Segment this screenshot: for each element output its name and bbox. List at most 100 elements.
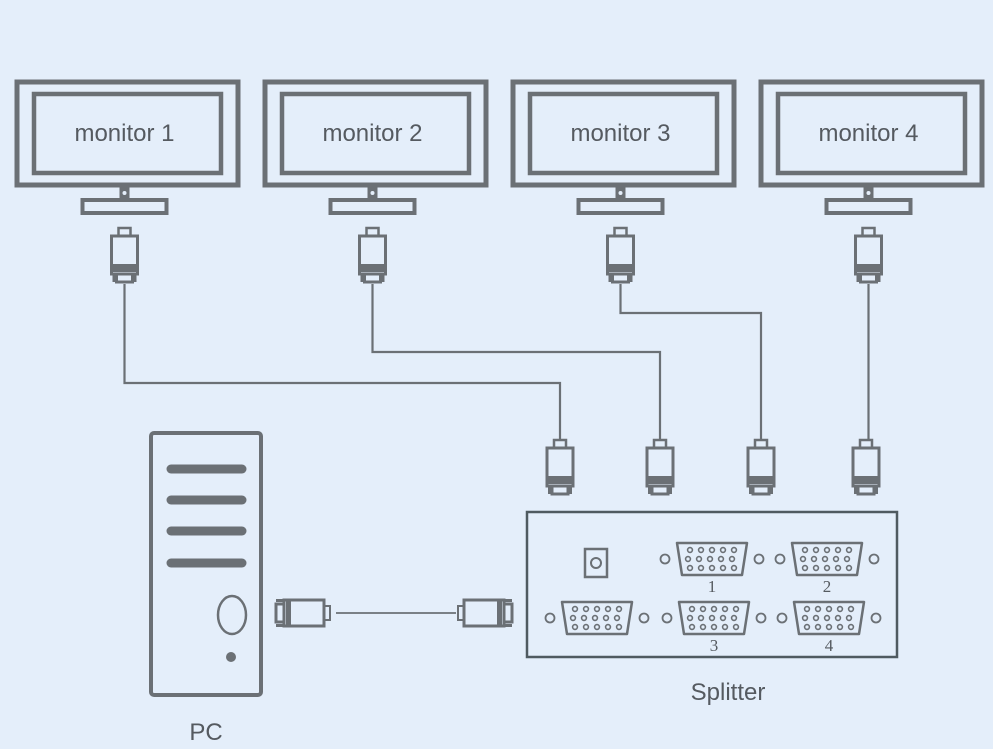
vga-pin [823, 564, 831, 572]
port-number-label: 3 [710, 636, 719, 655]
vga-pin [847, 623, 855, 631]
vga-port-screw [661, 612, 673, 624]
vga-port-screw [774, 553, 786, 565]
vga-port-screw [776, 612, 788, 624]
vga-pin [699, 623, 707, 631]
vga-pin [604, 605, 612, 613]
connector-screw [629, 274, 633, 282]
vga-pin [604, 623, 612, 631]
vga-pin [814, 605, 822, 613]
vga-pin [836, 623, 844, 631]
vga-pin [569, 614, 577, 622]
vga-pin [845, 564, 853, 572]
vga-port-screw [868, 553, 880, 565]
vga-pin [730, 614, 738, 622]
vga-pin [697, 614, 705, 622]
splitter-input-plug-3 [746, 438, 776, 496]
vga-pin [571, 605, 579, 613]
connector-band [111, 264, 138, 272]
vga-pin [810, 555, 818, 563]
connector-band [607, 264, 634, 272]
monitor-2: monitor 2 [262, 79, 489, 284]
monitor-bezel [262, 79, 489, 188]
connector-strain-relief [652, 438, 668, 450]
splitter-output-port-2 [774, 541, 880, 577]
connector-strain-relief [365, 226, 380, 238]
connector-pins [363, 272, 382, 284]
vga-pin [615, 605, 623, 613]
monitor-base [328, 198, 417, 215]
connector-strain-relief [753, 438, 769, 450]
connector-screw [360, 274, 364, 282]
cables-group [123, 284, 881, 496]
vga-port-shell [790, 541, 864, 577]
monitor-neck-hole [370, 191, 375, 195]
vga-port-screw [638, 612, 650, 624]
vga-pin [825, 605, 833, 613]
vga-pin [602, 614, 610, 622]
vga-pin [730, 546, 738, 554]
vga-pin [699, 605, 707, 613]
vga-pin [721, 623, 729, 631]
vga-pin [686, 564, 694, 572]
vga-pin [803, 623, 811, 631]
vga-pin [823, 614, 831, 622]
vga-pin [686, 546, 694, 554]
connector-pins [859, 272, 878, 284]
connector-screw [133, 274, 137, 282]
splitter-output-port-1 [659, 541, 765, 577]
connector-screw [856, 274, 860, 282]
vga-pin [613, 614, 621, 622]
vga-pin [814, 623, 822, 631]
splitter-input-plug-2 [645, 438, 675, 496]
pc-power-button [216, 594, 248, 636]
vga-port-screw [544, 612, 556, 624]
connector-pins [650, 484, 670, 496]
monitor-label: monitor 1 [74, 120, 174, 147]
monitor-screen [527, 91, 720, 176]
vga-pin [801, 614, 809, 622]
monitor-4-vga-plug [854, 226, 883, 284]
splitter-input-port [544, 600, 650, 636]
vga-pin [591, 614, 599, 622]
connector-pins [856, 484, 876, 496]
labels-group: PC Splitter [189, 679, 765, 746]
vga-pin [721, 605, 729, 613]
splitter-input-plug-1 [545, 438, 575, 496]
vga-pin [732, 605, 740, 613]
connector-screw [749, 486, 752, 494]
connector-strain-relief [552, 438, 568, 450]
connector-band [853, 476, 879, 484]
vga-pin [730, 564, 738, 572]
monitor-bezel [758, 79, 985, 188]
splitter-label: Splitter [691, 679, 766, 706]
vga-pin [717, 555, 725, 563]
connector-screw [875, 486, 878, 494]
connector-pins [274, 602, 286, 624]
monitor-screen [279, 91, 472, 176]
vga-pin [728, 555, 736, 563]
monitor-label: monitor 4 [818, 120, 918, 147]
splitter-input-plug [457, 598, 514, 628]
pc-label: PC [189, 719, 222, 746]
connector-screw [381, 274, 385, 282]
vga-pin [719, 564, 727, 572]
monitor-label: monitor 3 [570, 120, 670, 147]
connector-screw [569, 486, 572, 494]
connector-pins [115, 272, 134, 284]
connector-strain-relief [457, 605, 465, 621]
vga-pin [803, 605, 811, 613]
monitor-neck-hole [618, 191, 623, 195]
vga-pin [812, 546, 820, 554]
monitor-bezel [510, 79, 737, 188]
vga-pin [686, 614, 694, 622]
vga-pin [845, 546, 853, 554]
connector-screw [669, 486, 672, 494]
connector-strain-relief [861, 226, 876, 238]
vga-pin [719, 546, 727, 554]
vga-port-screw [753, 553, 765, 565]
vga-pin [834, 546, 842, 554]
connector-screw [548, 486, 551, 494]
monitor-screen [31, 91, 224, 176]
